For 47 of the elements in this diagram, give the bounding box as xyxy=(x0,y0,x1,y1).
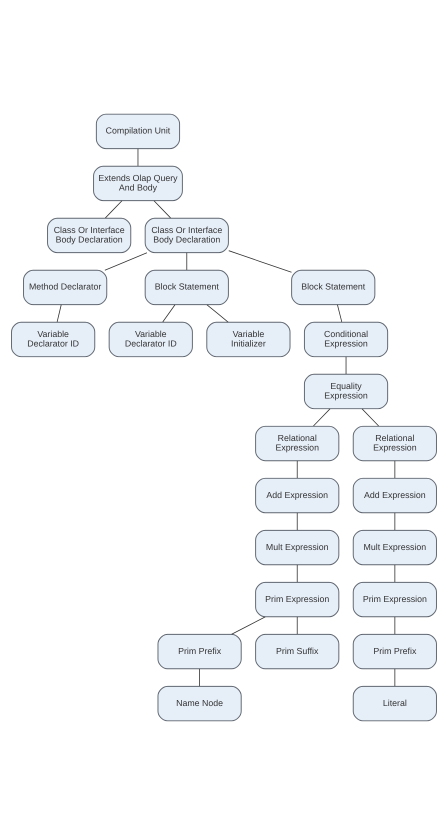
node-box: Variable Declarator ID xyxy=(11,321,96,357)
node-box: Prim Prefix xyxy=(158,633,242,669)
node-box: Prim Expression xyxy=(255,581,340,617)
node-box: Add Expression xyxy=(255,477,340,513)
connector xyxy=(56,304,62,322)
connector xyxy=(394,460,396,478)
connector xyxy=(296,564,298,582)
node-box: Name Node xyxy=(158,685,242,721)
connector xyxy=(296,512,298,530)
node-box: Class Or Interface Body Declaration xyxy=(144,217,229,253)
node-box: Compilation Unit xyxy=(96,113,180,149)
connector xyxy=(206,304,229,322)
node-box: Equality Expression xyxy=(304,373,388,409)
connector xyxy=(154,200,171,218)
connector xyxy=(296,460,298,478)
node-box: Block Statement xyxy=(291,269,376,305)
node-box: Prim Prefix xyxy=(352,633,437,669)
connector xyxy=(394,616,396,634)
node-box: Mult Expression xyxy=(352,529,437,565)
connector xyxy=(104,200,122,218)
node-box: Extends Olap Query And Body xyxy=(93,165,183,201)
node-box: Class Or Interface Body Declaration xyxy=(47,217,132,253)
node-box: Variable Initializer xyxy=(206,321,290,357)
connector xyxy=(337,304,342,322)
connector xyxy=(231,616,266,634)
connector xyxy=(296,616,298,634)
connector xyxy=(394,512,396,530)
node-box: Method Declarator xyxy=(23,269,108,305)
node-box: Relational Expression xyxy=(352,425,437,461)
connector xyxy=(313,408,330,426)
node-box: Mult Expression xyxy=(255,529,340,565)
node-box: Literal xyxy=(352,685,437,721)
node-box: Variable Declarator ID xyxy=(108,321,193,357)
connector xyxy=(162,304,176,322)
connector xyxy=(186,252,188,270)
connector xyxy=(394,564,396,582)
node-box: Add Expression xyxy=(352,477,437,513)
connector xyxy=(104,252,148,270)
connector xyxy=(362,408,380,426)
node-box: Prim Suffix xyxy=(255,633,340,669)
node-box: Relational Expression xyxy=(255,425,340,461)
node-box: Block Statement xyxy=(144,269,229,305)
connector xyxy=(394,668,396,686)
connector xyxy=(199,668,200,686)
connector xyxy=(228,250,292,272)
node-box: Conditional Expression xyxy=(304,321,388,357)
node-box: Prim Expression xyxy=(352,581,437,617)
